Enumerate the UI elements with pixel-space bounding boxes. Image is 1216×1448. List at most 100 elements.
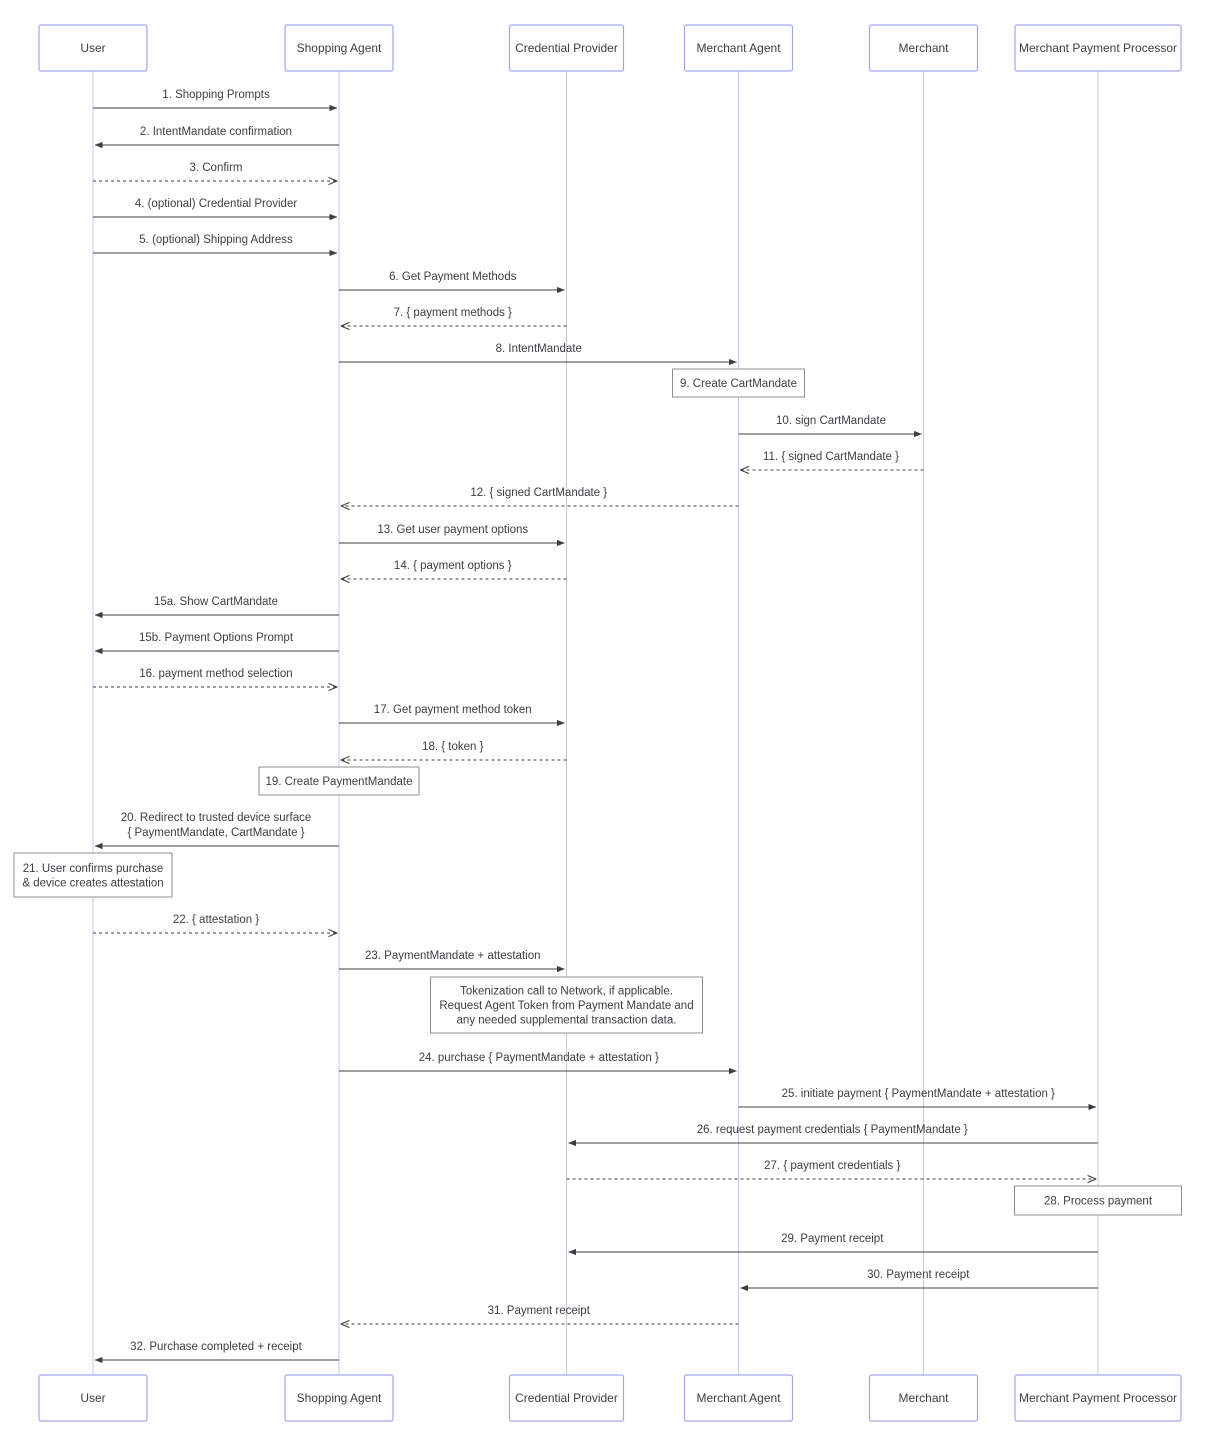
note-label: 9. Create CartMandate (680, 378, 797, 390)
participant-box (284, 1374, 394, 1422)
participant-mpp-top: Merchant Payment Processor (1014, 24, 1182, 72)
message-label: 29. Payment receipt (781, 1233, 884, 1245)
message-14: 14. { payment options } (341, 560, 567, 579)
participant-label: Merchant Payment Processor (1019, 41, 1177, 55)
participants-top: User Shopping Agent Credential Provider Mer… (38, 24, 1182, 72)
note-label: Tokenization call to Network, if applica… (460, 986, 673, 998)
message-label: 4. (optional) Credential Provider (135, 198, 298, 210)
participant-box (868, 24, 979, 72)
note-box (430, 976, 703, 1034)
participant-label: Shopping Agent (297, 1391, 382, 1405)
participant-shop-bottom: Shopping Agent (284, 1374, 394, 1422)
participant-magent-bottom: Merchant Agent (683, 1374, 794, 1422)
participant-box (1014, 1374, 1182, 1422)
participant-box (508, 1374, 625, 1422)
note-22: 21. User confirms purchase & device creat… (13, 852, 173, 898)
message-33: 31. Payment receipt (341, 1305, 739, 1324)
message-31: 29. Payment receipt (568, 1233, 1098, 1256)
participant-label: User (80, 41, 105, 55)
lifelines (92, 71, 1099, 1375)
note-label: Request Agent Token from Payment Mandate… (439, 1000, 693, 1012)
message-label: 6. Get Payment Methods (389, 271, 516, 283)
note-9: 9. Create CartMandate (672, 368, 805, 398)
participant-merchant-bottom: Merchant (868, 1374, 979, 1422)
message-label: 1. Shopping Prompts (162, 89, 270, 101)
message-label: 15a. Show CartMandate (154, 596, 278, 608)
note-30: 28. Process payment (1014, 1185, 1182, 1216)
message-1: 1. Shopping Prompts (93, 89, 338, 112)
message-26: 24. purchase { PaymentMandate + attestat… (339, 1052, 737, 1075)
note-box (1014, 1185, 1182, 1216)
message-label: 32. Purchase completed + receipt (130, 1341, 302, 1353)
message-8: 8. IntentMandate (339, 343, 737, 366)
message-label: 22. { attestation } (173, 914, 259, 926)
message-label: 18. { token } (422, 741, 484, 753)
participant-label: Credential Provider (515, 41, 618, 55)
message-label: 10. sign CartMandate (776, 415, 886, 427)
message-15: 15a. Show CartMandate (94, 596, 339, 619)
message-label: 8. IntentMandate (496, 343, 582, 355)
participant-box (38, 24, 148, 72)
note-box (258, 766, 420, 796)
participant-user-bottom: User (38, 1374, 148, 1422)
message-2: 2. IntentMandate confirmation (94, 126, 339, 149)
message-label: 25. initiate payment { PaymentMandate + … (782, 1088, 1055, 1100)
message-29: 27. { payment credentials } (566, 1160, 1097, 1179)
participant-label: User (80, 1391, 105, 1405)
message-label: 11. { signed CartMandate } (763, 451, 899, 463)
message-16: 15b. Payment Options Prompt (94, 632, 339, 655)
message-12: 12. { signed CartMandate } (341, 487, 739, 506)
message-21: 20. Redirect to trusted device surface{ … (94, 812, 339, 850)
message-label: 14. { payment options } (394, 560, 512, 572)
message-13: 13. Get user payment options (339, 524, 565, 547)
note-label: 19. Create PaymentMandate (265, 776, 412, 788)
message-label: 23. PaymentMandate + attestation (365, 950, 541, 962)
participant-cred-top: Credential Provider (508, 24, 625, 72)
message-label: 12. { signed CartMandate } (470, 487, 607, 499)
participant-box (683, 24, 794, 72)
participant-magent-top: Merchant Agent (683, 24, 794, 72)
message-label: 24. purchase { PaymentMandate + attestat… (419, 1052, 659, 1064)
message-17: 16. payment method selection (93, 668, 337, 687)
note-box (13, 852, 173, 898)
message-4: 4. (optional) Credential Provider (93, 198, 338, 221)
message-34: 32. Purchase completed + receipt (94, 1341, 339, 1364)
message-18: 17. Get payment method token (339, 704, 565, 727)
message-label: 27. { payment credentials } (764, 1160, 900, 1172)
participant-box (38, 1374, 148, 1422)
message-11: 11. { signed CartMandate } (741, 451, 924, 470)
message-6: 6. Get Payment Methods (339, 271, 565, 294)
message-24: 23. PaymentMandate + attestation (339, 950, 565, 973)
participant-label: Merchant (898, 1391, 949, 1405)
participant-label: Merchant Payment Processor (1019, 1391, 1177, 1405)
message-label: 20. Redirect to trusted device surface (121, 812, 312, 824)
message-23: 22. { attestation } (93, 914, 337, 933)
message-10: 10. sign CartMandate (738, 415, 922, 438)
participant-box (683, 1374, 794, 1422)
message-label: 26. request payment credentials { Paymen… (697, 1124, 968, 1136)
message-label: 7. { payment methods } (394, 307, 512, 319)
note-label: & device creates attestation (22, 877, 163, 889)
message-28: 26. request payment credentials { Paymen… (568, 1124, 1098, 1147)
message-label: 16. payment method selection (139, 668, 292, 680)
message-7: 7. { payment methods } (341, 307, 567, 326)
message-5: 5. (optional) Shipping Address (93, 234, 338, 257)
note-box (672, 368, 805, 398)
participant-label: Merchant Agent (696, 1391, 781, 1405)
participant-label: Merchant Agent (696, 41, 781, 55)
message-32: 30. Payment receipt (740, 1269, 1098, 1292)
message-steps: 1. Shopping Prompts 2. IntentMandate conf… (13, 89, 1182, 1364)
participant-shop-top: Shopping Agent (284, 24, 394, 72)
participant-merchant-top: Merchant (868, 24, 979, 72)
participant-box (1014, 24, 1182, 72)
note-label: 21. User confirms purchase (23, 863, 164, 875)
participant-label: Credential Provider (515, 1391, 618, 1405)
note-label: any needed supplemental transaction data… (457, 1015, 677, 1027)
message-label: 15b. Payment Options Prompt (139, 632, 294, 644)
message-label: 3. Confirm (189, 162, 242, 174)
message-3: 3. Confirm (93, 162, 337, 181)
message-label: 31. Payment receipt (488, 1305, 591, 1317)
message-27: 25. initiate payment { PaymentMandate + … (738, 1088, 1097, 1111)
note-20: 19. Create PaymentMandate (258, 766, 420, 796)
